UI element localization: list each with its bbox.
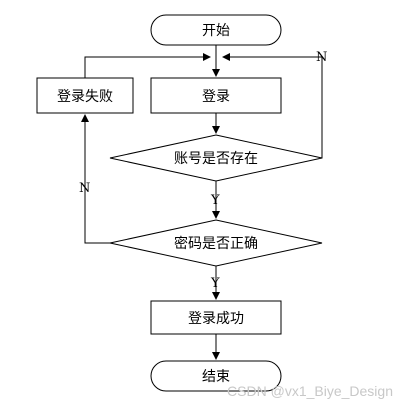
password-yes-label: Y <box>210 276 220 291</box>
edge-login-failed-to-junction <box>84 53 211 78</box>
password-correct-label: 密码是否正确 <box>174 235 258 252</box>
end-label: 结束 <box>202 369 230 385</box>
start-node: 开始 <box>150 14 282 46</box>
password-correct-decision: 密码是否正确 <box>109 219 323 267</box>
login-success-node: 登录成功 <box>150 300 282 335</box>
login-success-label: 登录成功 <box>188 311 244 327</box>
login-failed-label: 登录失败 <box>57 89 113 105</box>
account-exists-decision: 账号是否存在 <box>109 134 323 182</box>
edge-password-no <box>81 114 110 244</box>
login-label: 登录 <box>202 89 230 105</box>
watermark-text: CSDN @vx1_Biye_Design <box>227 383 393 399</box>
account-no-label: N <box>316 50 327 65</box>
end-node: 结束 <box>150 360 282 392</box>
start-label: 开始 <box>202 23 230 39</box>
password-no-label: N <box>79 181 90 196</box>
account-exists-label: 账号是否存在 <box>174 151 258 167</box>
login-node: 登录 <box>150 77 282 114</box>
login-failed-node: 登录失败 <box>36 77 134 114</box>
account-yes-label: Y <box>210 193 220 208</box>
